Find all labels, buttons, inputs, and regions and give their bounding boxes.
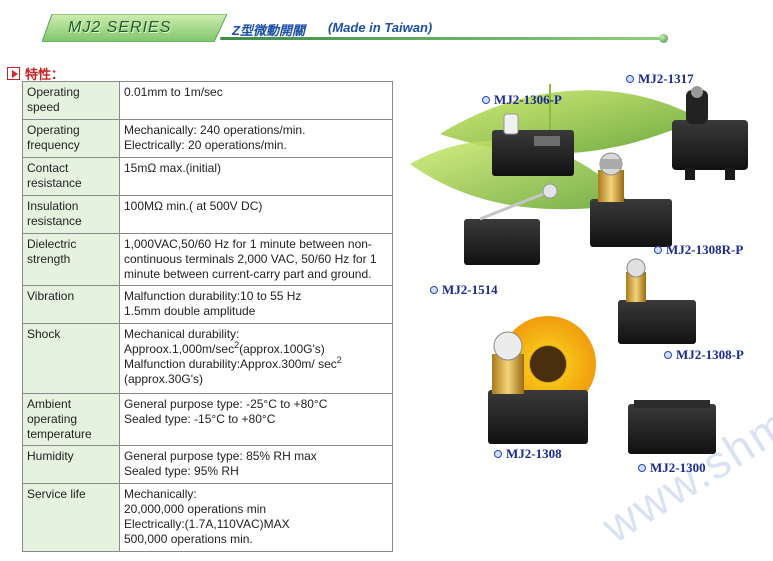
spec-value: 15mΩ max.(initial) bbox=[119, 157, 393, 196]
product-label-text: MJ2-1514 bbox=[442, 282, 498, 297]
bullet-icon bbox=[638, 464, 646, 472]
product-label-text: MJ2-1308R-P bbox=[666, 242, 744, 257]
header-divider bbox=[220, 37, 662, 40]
section-title: 特性： bbox=[25, 68, 65, 83]
play-arrow-icon bbox=[7, 67, 20, 80]
table-row: Vibration Malfunction durability:10 to 5… bbox=[22, 285, 393, 324]
spec-line: 0.01mm to 1m/sec bbox=[124, 85, 223, 99]
bullet-icon bbox=[664, 351, 672, 359]
table-row: Humidity General purpose type: 85% RH ma… bbox=[22, 445, 393, 484]
spec-value: Mechanical durability: Approox.1,000m/se… bbox=[119, 323, 393, 394]
table-row: Operating speed 0.01mm to 1m/sec bbox=[22, 81, 393, 120]
product-label-text: MJ2-1306-P bbox=[494, 92, 562, 107]
spec-value: General purpose type: 85% RH max Sealed … bbox=[119, 445, 393, 484]
spec-line: 1.5mm double amplitude bbox=[124, 304, 256, 318]
spec-line: 1,000VAC,50/60 Hz for 1 minute between n… bbox=[124, 237, 377, 281]
spec-text: Approox.1,000m/sec bbox=[124, 342, 235, 356]
table-row: Shock Mechanical durability: Approox.1,0… bbox=[22, 323, 393, 394]
product-label: MJ2-1308R-P bbox=[654, 242, 743, 258]
bullet-icon bbox=[482, 96, 490, 104]
bullet-icon bbox=[430, 286, 438, 294]
spec-text: (approx.100G's) bbox=[239, 342, 325, 356]
bullet-icon bbox=[494, 450, 502, 458]
spec-line: Sealed type: -15°C to +80°C bbox=[124, 412, 276, 426]
spec-key: Humidity bbox=[22, 445, 120, 484]
spec-line: 15mΩ max.(initial) bbox=[124, 161, 221, 175]
spec-line: Approox.1,000m/sec2(approx.100G's) bbox=[124, 340, 388, 357]
spec-line: 100MΩ min.( at 500V DC) bbox=[124, 199, 263, 213]
table-row: Ambient operating temperature General pu… bbox=[22, 393, 393, 446]
header-banner: MJ2 SERIES Z型微動開關 (Made in Taiwan) bbox=[0, 0, 773, 46]
spec-table: Operating speed 0.01mm to 1m/sec Operati… bbox=[22, 81, 393, 552]
product-photo-area: www.shmrid.com MJ2-1317 MJ2-1306-P MJ2-1… bbox=[400, 64, 773, 561]
table-row: Operating frequency Mechanically: 240 op… bbox=[22, 119, 393, 158]
spec-line: Electrically: 20 operations/min. bbox=[124, 138, 287, 152]
superscript: 2 bbox=[234, 340, 240, 350]
series-name: MJ2 SERIES bbox=[68, 19, 172, 36]
spec-key: Dielectric strength bbox=[22, 233, 120, 286]
page-title: Z型微動開關 bbox=[232, 23, 305, 38]
spec-line: General purpose type: -25°C to +80°C bbox=[124, 397, 328, 411]
spec-value: 1,000VAC,50/60 Hz for 1 minute between n… bbox=[119, 233, 393, 286]
spec-key: Shock bbox=[22, 323, 120, 394]
product-illustration bbox=[410, 84, 748, 454]
spec-line: (approx.30G's) bbox=[124, 372, 203, 386]
product-label: MJ2-1317 bbox=[626, 71, 694, 87]
product-label: MJ2-1514 bbox=[430, 282, 498, 298]
spec-line: Mechanically: bbox=[124, 487, 197, 501]
spec-value: General purpose type: -25°C to +80°C Sea… bbox=[119, 393, 393, 446]
product-label-text: MJ2-1317 bbox=[638, 71, 694, 86]
spec-value: 100MΩ min.( at 500V DC) bbox=[119, 195, 393, 234]
spec-line: Mechanical durability: bbox=[124, 327, 240, 341]
spec-line: Mechanically: 240 operations/min. bbox=[124, 123, 306, 137]
spec-value: 0.01mm to 1m/sec bbox=[119, 81, 393, 120]
bullet-icon bbox=[654, 246, 662, 254]
spec-line: 20,000,000 operations min bbox=[124, 502, 267, 516]
spec-key: Ambient operating temperature bbox=[22, 393, 120, 446]
spec-value: Mechanically: 240 operations/min. Electr… bbox=[119, 119, 393, 158]
product-label: MJ2-1308-P bbox=[664, 347, 744, 363]
spec-key: Operating speed bbox=[22, 81, 120, 120]
spec-text: Malfunction durability:Approx.300m/ sec bbox=[124, 357, 337, 371]
product-label: MJ2-1300 bbox=[638, 460, 706, 476]
spec-key: Contact resistance bbox=[22, 157, 120, 196]
spec-value: Malfunction durability:10 to 55 Hz 1.5mm… bbox=[119, 285, 393, 324]
spec-key: Service life bbox=[22, 483, 120, 552]
bullet-icon bbox=[626, 75, 634, 83]
spec-key: Insulation resistance bbox=[22, 195, 120, 234]
table-row: Insulation resistance 100MΩ min.( at 500… bbox=[22, 195, 393, 234]
table-row: Dielectric strength 1,000VAC,50/60 Hz fo… bbox=[22, 233, 393, 286]
spec-line: Sealed type: 95% RH bbox=[124, 464, 239, 478]
product-label: MJ2-1306-P bbox=[482, 92, 562, 108]
table-row: Contact resistance 15mΩ max.(initial) bbox=[22, 157, 393, 196]
product-label-text: MJ2-1308-P bbox=[676, 347, 744, 362]
series-tab-shape bbox=[42, 14, 227, 42]
spec-line: 500,000 operations min. bbox=[124, 532, 253, 546]
section-heading: 特性： bbox=[7, 64, 64, 83]
table-row: Service life Mechanically: 20,000,000 op… bbox=[22, 483, 393, 552]
superscript: 2 bbox=[336, 355, 342, 365]
spec-key: Vibration bbox=[22, 285, 120, 324]
header-dot-icon bbox=[659, 34, 668, 43]
spec-line: Malfunction durability:10 to 55 Hz bbox=[124, 289, 302, 303]
product-label-text: MJ2-1300 bbox=[650, 460, 706, 475]
spec-value: Mechanically: 20,000,000 operations min … bbox=[119, 483, 393, 552]
spec-line: General purpose type: 85% RH max bbox=[124, 449, 317, 463]
product-label-text: MJ2-1308 bbox=[506, 446, 562, 461]
spec-line: Electrically:(1.7A,110VAC)MAX bbox=[124, 517, 290, 531]
spec-line: Malfunction durability:Approx.300m/ sec2 bbox=[124, 355, 388, 372]
product-label: MJ2-1308 bbox=[494, 446, 562, 462]
spec-key: Operating frequency bbox=[22, 119, 120, 158]
page-subtitle: (Made in Taiwan) bbox=[328, 20, 433, 35]
